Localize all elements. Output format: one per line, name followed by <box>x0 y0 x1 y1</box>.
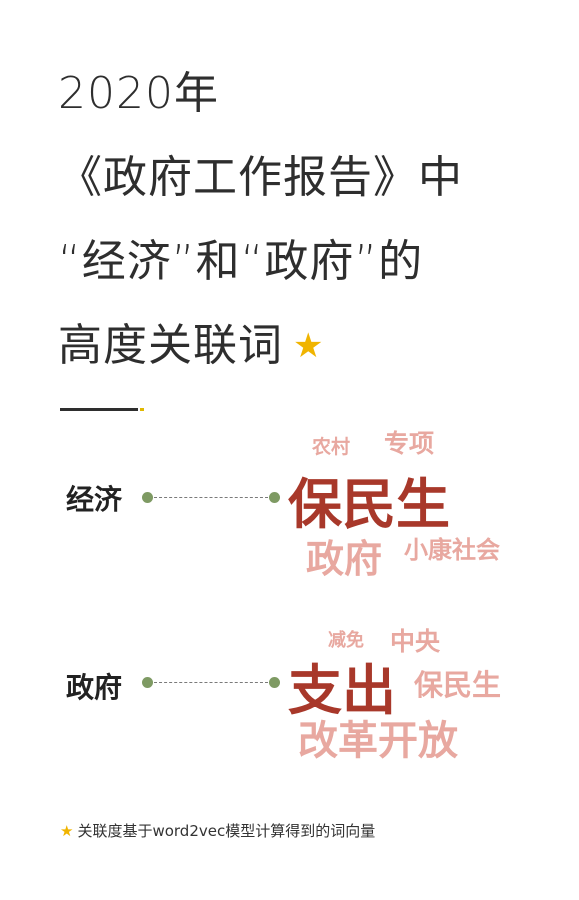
connector-dash <box>154 497 268 498</box>
top-related-word: 支出 <box>288 659 396 722</box>
connector-dot-icon <box>269 492 280 503</box>
connector-dot-icon <box>142 677 153 688</box>
related-word: 农村 <box>312 436 351 458</box>
related-word: 改革开放 <box>298 718 458 764</box>
title-line-4: 高度关联词★ <box>58 304 463 388</box>
related-word: 中央 <box>390 627 441 656</box>
row-label-economy: 经济 <box>66 483 123 516</box>
connector-dot-icon <box>142 492 153 503</box>
footnote: ★关联度基于word2vec模型计算得到的词向量 <box>60 820 375 841</box>
connector-economy <box>142 492 280 504</box>
connector-government <box>142 677 280 689</box>
title-line-4-text: 高度关联词 <box>58 320 283 371</box>
related-word: 专项 <box>384 429 435 458</box>
related-word: 小康社会 <box>404 536 500 564</box>
top-related-word: 保民生 <box>288 473 450 536</box>
title-line-1: 2020年 <box>58 68 219 119</box>
connector-dash <box>154 682 268 683</box>
star-icon: ★ <box>60 822 74 840</box>
footnote-text: 关联度基于word2vec模型计算得到的词向量 <box>77 822 376 840</box>
connector-dot-icon <box>269 677 280 688</box>
row-label-government: 政府 <box>66 671 123 704</box>
star-icon: ★ <box>293 326 325 366</box>
related-word: 减免 <box>328 630 364 651</box>
divider <box>60 408 138 411</box>
page-title: 2020年 《政府工作报告》中 “经济”和“政府”的 高度关联词★ <box>58 52 463 388</box>
related-word: 政府 <box>306 537 383 581</box>
related-word: 保民生 <box>414 668 502 702</box>
divider-accent <box>140 408 144 411</box>
title-line-2: 《政府工作报告》中 <box>58 152 463 203</box>
title-line-3: “经济”和“政府”的 <box>58 236 424 287</box>
